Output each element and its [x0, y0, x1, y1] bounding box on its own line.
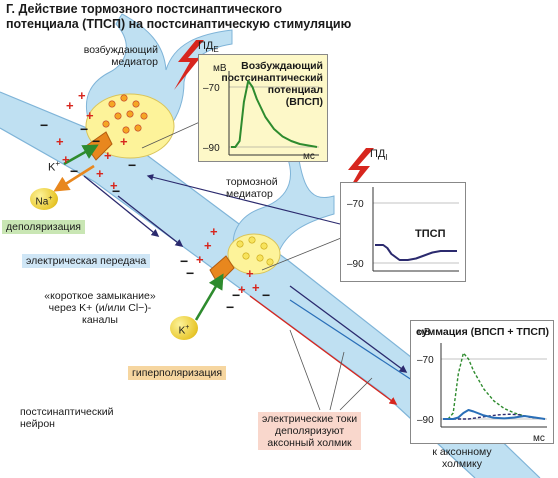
svg-text:+: + [96, 166, 104, 181]
na-arrow [53, 164, 95, 192]
vpsp-ytick-90: –90 [203, 143, 220, 154]
tpsp-chart: –70 –90 ТПСП [347, 187, 459, 272]
sum-ytick-90: –90 [417, 415, 434, 426]
pointer-current-2 [329, 351, 345, 411]
svg-text:+: + [196, 252, 204, 267]
sum-ytick-70: –70 [417, 355, 434, 366]
k-ion-bubble: K+ [170, 316, 198, 340]
svg-text:+: + [246, 266, 254, 281]
charges-plus: +++ +++ +++ +++ +++ [56, 88, 260, 297]
vpsp-chart: мВ –70 –90 мс Возбуждающий постсинаптиче… [203, 60, 323, 162]
figure-title: Г. Действие тормозного постсинаптическог… [6, 2, 351, 32]
svg-text:+: + [62, 152, 70, 167]
inhibitory-mediator-label: тормозной медиатор [226, 176, 278, 200]
svg-text:+: + [66, 98, 74, 113]
k-arrow-inhib [194, 273, 224, 321]
na-ion: Na+ [30, 188, 58, 210]
svg-text:−: − [112, 183, 120, 199]
vpsp-series-0 [231, 80, 318, 148]
svg-text:+: + [78, 88, 86, 103]
current-1 [83, 175, 160, 237]
current-2 [117, 195, 184, 247]
sum-chart: мВ –70 –90 мс суммация (ВПСП + ТПСП) [416, 326, 549, 444]
sum-series-2 [443, 409, 546, 420]
vpsp-chart-box: мВ –70 –90 мс Возбуждающий постсинаптиче… [198, 54, 328, 162]
pd-e-lightning [174, 40, 204, 90]
svg-text:−: − [226, 299, 234, 315]
sum-ylabel: мВ [417, 327, 431, 338]
dendrite-membrane [0, 92, 540, 478]
svg-text:−: − [80, 121, 88, 137]
svg-text:+: + [204, 238, 212, 253]
svg-text:+: + [252, 280, 260, 295]
svg-text:−: − [262, 287, 270, 303]
svg-text:−: − [92, 133, 100, 149]
excitatory-vesicles [102, 94, 148, 134]
svg-text:−: − [70, 163, 78, 179]
line-to-tpsp [261, 235, 347, 271]
vpsp-title-1: Возбуждающий [241, 60, 323, 72]
vpsp-ylabel: мВ [213, 63, 227, 74]
vpsp-ytick-70: –70 [203, 83, 220, 94]
svg-text:+: + [120, 134, 128, 149]
tpsp-title: ТПСП [415, 228, 446, 240]
excitatory-mediator-label: возбуждающий медиатор [83, 44, 158, 68]
current-3 [289, 285, 408, 373]
svg-text:−: − [128, 157, 136, 173]
short-circuit-label: «короткое замыкание» через K+ (и/или Cl−… [44, 290, 156, 326]
svg-text:−: − [40, 117, 48, 133]
current-6 [289, 299, 420, 385]
tpsp-series-0 [375, 244, 457, 261]
k-ion-label: K+ [48, 159, 61, 174]
postsynaptic-neuron-label: постсинаптический нейрон [20, 406, 114, 430]
tpsp-ytick-70: –70 [347, 199, 364, 210]
svg-text:+: + [104, 148, 112, 163]
inhibitory-vesicles [236, 236, 274, 266]
current-4 [249, 295, 398, 405]
charges-minus: −−− −−− −−− −− [40, 117, 270, 315]
vpsp-xlabel: мс [303, 151, 315, 161]
svg-text:+: + [86, 108, 94, 123]
current-5 [146, 174, 341, 225]
tpsp-ytick-90: –90 [347, 259, 364, 270]
vpsp-title-3: потенциал [268, 84, 323, 96]
pointer-current-3 [339, 377, 373, 411]
tpsp-chart-box: –70 –90 ТПСП [340, 182, 466, 282]
pd-i-label: ПДI [370, 148, 388, 163]
to-axon-hillock-label: к аксонному холмику [432, 446, 492, 470]
sum-chart-box: мВ –70 –90 мс суммация (ВПСП + ТПСП) [410, 320, 554, 444]
svg-text:−: − [232, 287, 240, 303]
title-line-2: потенциала (ТПСП) на постсинаптическую с… [6, 17, 352, 31]
svg-text:+: + [238, 282, 246, 297]
svg-text:−: − [186, 265, 194, 281]
vpsp-title-2: постсинаптический [221, 72, 323, 84]
svg-text:+: + [210, 224, 218, 239]
currents-label: электрические токи деполяризуют аксонный… [258, 412, 362, 450]
svg-text:+: + [110, 178, 118, 193]
title-line-1: Г. Действие тормозного постсинаптическог… [6, 2, 283, 16]
hyperpolarization-tag: гиперполяризация [128, 366, 227, 380]
k-arrow-excit [63, 144, 99, 166]
svg-text:−: − [180, 253, 188, 269]
pointer-current-1 [289, 329, 321, 411]
vpsp-title-4: (ВПСП) [286, 96, 323, 108]
pd-e-label: ПДЕ [198, 40, 219, 55]
sum-series-0 [443, 352, 546, 420]
svg-text:+: + [56, 134, 64, 149]
sum-title: суммация (ВПСП + ТПСП) [416, 326, 549, 338]
depolarization-tag: деполяризация [2, 220, 85, 234]
electrical-transfer-tag: электрическая передача [22, 254, 151, 268]
sum-xlabel: мс [533, 433, 545, 443]
